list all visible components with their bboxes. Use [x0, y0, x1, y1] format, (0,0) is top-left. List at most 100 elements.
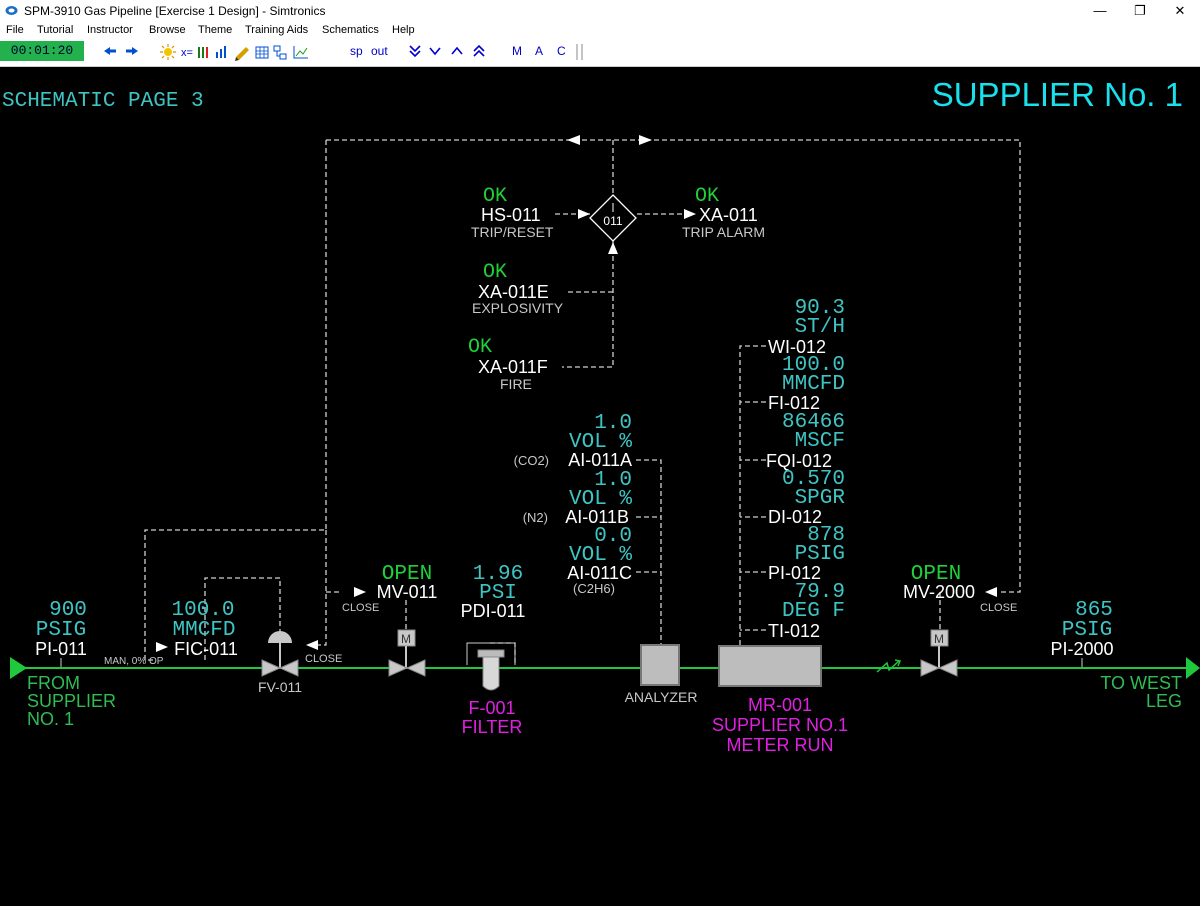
forward-arrow-icon[interactable] [126, 47, 138, 55]
to-label-1: TO WEST [1100, 673, 1182, 693]
xa-011-tag[interactable]: XA-011 [699, 205, 758, 225]
ai-011b-prefix: (N2) [523, 510, 548, 525]
menu-training-aids[interactable]: Training Aids [245, 24, 309, 36]
esd-logic-block[interactable]: 011 [589, 194, 637, 242]
ai-011b-value: 1.0 [594, 469, 632, 492]
toolbar-separator [576, 44, 583, 60]
menu-instructor[interactable]: Instructor [87, 24, 133, 36]
menu-tutorial[interactable]: Tutorial [37, 24, 74, 36]
chevron-up-icon[interactable] [451, 46, 463, 55]
double-chevron-down-icon[interactable] [409, 45, 421, 58]
from-label-2: SUPPLIER [27, 691, 116, 711]
chart-icon[interactable] [293, 46, 308, 59]
di-012-unit: SPGR [795, 487, 846, 510]
fic-011-mode: MAN, 0% OP [104, 656, 164, 667]
menu-browse[interactable]: Browse [149, 24, 186, 36]
xa-011-desc: TRIP ALARM [682, 224, 765, 240]
from-label-1: FROM [27, 673, 80, 693]
pi-011-value: 900 [49, 599, 87, 622]
ai-011b-tag[interactable]: AI-011B [565, 507, 629, 527]
simulation-clock: 00:01:20 [0, 41, 84, 61]
cascade-mode-button[interactable]: C [557, 44, 566, 58]
hs-011-desc: TRIP/RESET [471, 224, 554, 240]
f-001-filter[interactable] [466, 642, 516, 691]
di-012-tag[interactable]: DI-012 [768, 507, 822, 527]
mr-001-name: MR-001 [748, 695, 812, 715]
fv-011-valve[interactable] [261, 631, 299, 677]
xa-011f-tag[interactable]: XA-011F [478, 357, 548, 377]
pi-2000-tag[interactable]: PI-2000 [1050, 639, 1113, 659]
menu-help[interactable]: Help [392, 24, 415, 36]
esd-block-number: 011 [603, 214, 622, 228]
ti-012-tag[interactable]: TI-012 [768, 621, 820, 641]
ti-012-value: 79.9 [795, 581, 845, 604]
chevron-down-icon[interactable] [429, 47, 441, 56]
ai-011c-suffix: (C2H6) [573, 581, 615, 596]
sun-icon[interactable] [160, 44, 176, 60]
main-pipeline [10, 657, 1200, 679]
mv-011-valve[interactable]: M [388, 629, 426, 677]
network-icon[interactable] [273, 45, 287, 60]
pdi-011-tag[interactable]: PDI-011 [461, 601, 526, 621]
menu-schematics[interactable]: Schematics [322, 24, 379, 36]
manual-mode-button[interactable]: M [512, 44, 522, 58]
analyzer-box[interactable] [640, 644, 680, 686]
fv-011-tag[interactable]: FV-011 [258, 679, 302, 695]
restore-button[interactable]: ❐ [1134, 3, 1146, 18]
mr-001-desc-1: SUPPLIER NO.1 [712, 715, 848, 735]
auto-mode-button[interactable]: A [535, 44, 544, 58]
mv-011-state: CLOSE [342, 602, 379, 614]
xa-011f-desc: FIRE [500, 376, 532, 392]
wi-012-tag[interactable]: WI-012 [768, 337, 826, 357]
output-button[interactable]: out [371, 44, 388, 58]
ai-011c-tag[interactable]: AI-011C [567, 563, 632, 583]
pi-012-tag[interactable]: PI-012 [768, 563, 821, 583]
ai-011a-prefix: (CO2) [514, 453, 549, 468]
trend-bars-icon[interactable] [216, 46, 226, 58]
ai-011a-tag[interactable]: AI-011A [568, 450, 632, 470]
mr-001-meter-run[interactable] [718, 645, 822, 687]
mv-2000-tag[interactable]: MV-2000 [903, 582, 975, 602]
menu-theme[interactable]: Theme [198, 24, 233, 36]
fic-011-value: 100.0 [171, 599, 234, 622]
ai-011a-value: 1.0 [594, 412, 632, 435]
pdi-011-value: 1.96 [473, 563, 523, 586]
ai-011b-unit: VOL % [569, 488, 632, 511]
bars-icon[interactable] [198, 47, 208, 58]
di-012-value: 0.570 [782, 468, 845, 491]
variable-icon[interactable]: x= [181, 47, 193, 59]
page-title: SUPPLIER No. 1 [932, 76, 1183, 113]
menu-bar: File Tutorial Instructor Browse Theme Tr… [0, 22, 1200, 40]
double-chevron-up-icon[interactable] [473, 44, 485, 57]
xa-011e-tag[interactable]: XA-011E [478, 282, 549, 302]
fqi-012-unit: MSCF [795, 430, 845, 453]
step-icons [409, 44, 485, 58]
fi-012-tag[interactable]: FI-012 [768, 393, 820, 413]
wi-012-value: 90.3 [795, 297, 845, 320]
mv-2000-valve[interactable]: M [920, 629, 958, 677]
mv-011-tag[interactable]: MV-011 [377, 582, 438, 602]
fic-011-tag[interactable]: FIC-011 [174, 639, 238, 659]
pi-011-tag[interactable]: PI-011 [35, 639, 87, 659]
mv-2000-status: OPEN [911, 563, 961, 586]
back-arrow-icon[interactable] [104, 47, 116, 55]
mr-001-desc-2: METER RUN [727, 735, 834, 755]
from-label-3: NO. 1 [27, 709, 74, 729]
pi-012-unit: PSIG [795, 543, 845, 566]
close-button[interactable]: ✕ [1174, 3, 1186, 18]
setpoint-button[interactable]: sp [350, 44, 363, 58]
pi-012-value: 878 [807, 524, 845, 547]
f-001-desc: FILTER [462, 717, 523, 737]
menu-file[interactable]: File [6, 24, 24, 36]
fqi-012-tag[interactable]: FQI-012 [766, 451, 832, 471]
toolbar: 00:01:20 x= sp out M A C [0, 40, 1200, 67]
pencil-icon[interactable] [235, 47, 249, 61]
hs-011-tag[interactable]: HS-011 [481, 205, 541, 225]
minimize-button[interactable]: — [1093, 3, 1107, 18]
check-valve-icon [876, 660, 900, 673]
xa-011-status: OK [695, 185, 719, 208]
grid-icon[interactable] [255, 46, 269, 59]
mv-011-motor-label: M [401, 632, 411, 646]
ai-011c-unit: VOL % [569, 544, 632, 567]
